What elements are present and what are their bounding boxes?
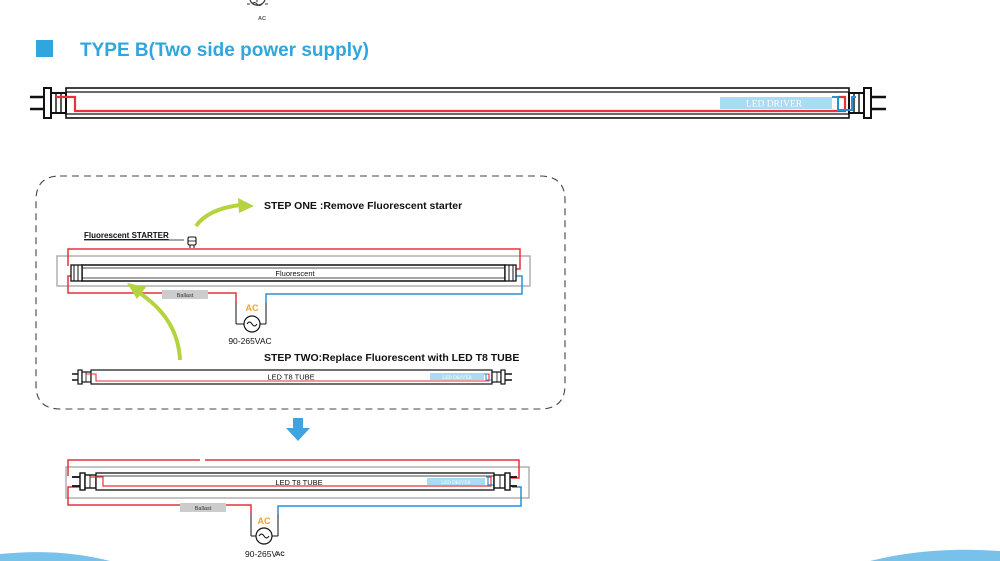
before-ballast-label: Ballast (177, 293, 194, 299)
step-two-arrow-icon (127, 283, 182, 361)
fixture-frame (56, 255, 531, 287)
bottom-left-swoosh (0, 552, 110, 561)
after-tube-label: LED T8 TUBE (275, 478, 322, 487)
starter-icon (187, 236, 197, 248)
before-led-tube: LED DRIVER LED T8 TUBE (72, 369, 512, 385)
after-neutral-wire (277, 486, 522, 514)
after-driver-label: LED DRIVER (441, 481, 471, 486)
step-two-label: STEP TWO:Replace Fluorescent with LED T8… (264, 352, 519, 364)
main-tube-body (65, 87, 850, 119)
fluorescent-fixture: Fluorescent (56, 248, 531, 303)
main-led-tube: LED DRIVER (30, 87, 886, 119)
after-fixture-frame (65, 466, 530, 499)
after-live-wire-bottom (67, 486, 252, 514)
after-ac-source-icon (250, 514, 279, 545)
after-right-cap-icon (493, 472, 517, 491)
before-led-left-cap-icon (72, 369, 92, 385)
fluorescent-right-cap-icon (504, 264, 517, 282)
step-one-label: STEP ONE :Remove Fluorescent starter (264, 200, 462, 212)
main-live-wire (56, 95, 847, 113)
after-ac-suffix: AC (276, 552, 285, 558)
before-led-right-cap-icon (491, 369, 512, 385)
before-ballast (162, 290, 208, 299)
before-ac-label: AC (246, 303, 259, 313)
right-end-cap-icon (848, 87, 886, 119)
before-led-driver (430, 373, 484, 380)
after-live-wire-top-left (67, 459, 200, 476)
after-left-cap-icon (72, 472, 97, 491)
ac-source-icon (247, 0, 268, 6)
bottom-right-swoosh (870, 549, 1000, 561)
top-ac-source: AC (247, 0, 268, 22)
main-led-driver (720, 97, 832, 109)
after-live-wire-top-right (205, 459, 520, 479)
before-panel-border (35, 175, 566, 410)
fluorescent-left-cap-icon (70, 264, 83, 282)
left-end-cap-icon (30, 87, 67, 119)
before-led-tube-label: LED T8 TUBE (267, 373, 314, 382)
after-ballast (180, 503, 226, 512)
top-ac-label: AC (258, 16, 266, 22)
after-voltage-label: 90-265V (245, 549, 277, 559)
after-fixture: LED DRIVER LED T8 TUBE (65, 459, 530, 514)
before-voltage-label: 90-265VAC (228, 336, 271, 346)
section-title: TYPE B(Two side power supply) (80, 40, 369, 61)
before-ac-source-icon (235, 303, 267, 333)
main-neutral-wire (832, 96, 856, 111)
fluorescent-tube-label: Fluorescent (275, 269, 315, 278)
before-neutral-wire (265, 275, 523, 303)
before-live-wire-top (67, 248, 521, 270)
down-arrow-icon (286, 418, 310, 441)
after-ac-label: AC (258, 516, 271, 526)
after-ballast-label: Ballast (195, 506, 212, 512)
main-driver-label: LED DRIVER (746, 100, 803, 110)
step-one-arrow-icon (194, 198, 254, 228)
starter-label: Fluorescent STARTER (84, 231, 169, 240)
square-bullet-icon (36, 40, 53, 57)
after-led-driver (427, 478, 485, 485)
before-led-driver-label: LED DRIVER (442, 376, 472, 381)
